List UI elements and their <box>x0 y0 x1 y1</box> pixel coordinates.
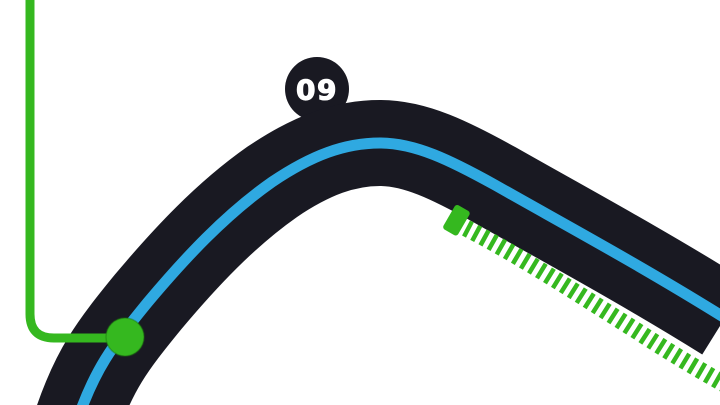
racing-line <box>76 137 720 405</box>
drs-zone-start-block <box>443 204 470 236</box>
turn-badge-label: 09 <box>296 74 338 107</box>
car-position-marker <box>105 317 145 357</box>
turn-badge-background <box>285 57 349 121</box>
drs-zone-hatch-marks <box>462 220 720 392</box>
telemetry-line <box>25 0 114 343</box>
